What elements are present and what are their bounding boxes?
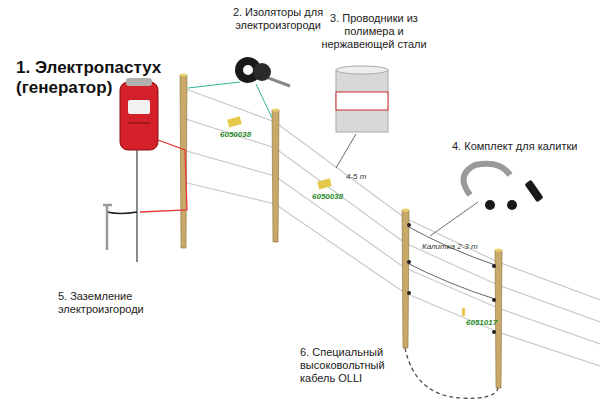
warning-tag xyxy=(317,178,332,189)
callout-title: 1. Электропастух (генератор) xyxy=(16,58,166,99)
part-number: 6050038 xyxy=(220,130,280,140)
fence-wires xyxy=(183,88,600,366)
ground-rod xyxy=(103,205,112,250)
gate-wires xyxy=(405,225,498,300)
callout-label: 2. Изоляторы для электроизгороди xyxy=(222,6,334,32)
ground-cable xyxy=(107,212,137,214)
energizer xyxy=(120,78,158,262)
callout-label: 4. Комплект для калитки xyxy=(452,140,597,153)
red-lead xyxy=(140,140,187,212)
olli-cable xyxy=(405,348,498,398)
warning-tag xyxy=(227,116,242,127)
gate-kit xyxy=(430,164,544,236)
warning-tag xyxy=(462,308,465,316)
part-number: 6051017 xyxy=(466,318,526,328)
callout-label: 5. Заземление электроизгороди xyxy=(58,290,168,316)
callout-label: 3. Проводники из полимера и нержавеющей … xyxy=(318,12,430,52)
dimension: Калитка 2-3 m xyxy=(422,242,502,252)
part-number: 6050038 xyxy=(312,192,372,202)
callout-label: 6. Специальный высоковольтный кабель OLL… xyxy=(300,346,410,386)
post-insulators xyxy=(407,223,496,334)
insulator-icon xyxy=(235,57,290,86)
dimension: 4-5 m xyxy=(346,172,386,182)
leader-lines xyxy=(188,82,272,118)
conductor-spool xyxy=(336,66,388,168)
